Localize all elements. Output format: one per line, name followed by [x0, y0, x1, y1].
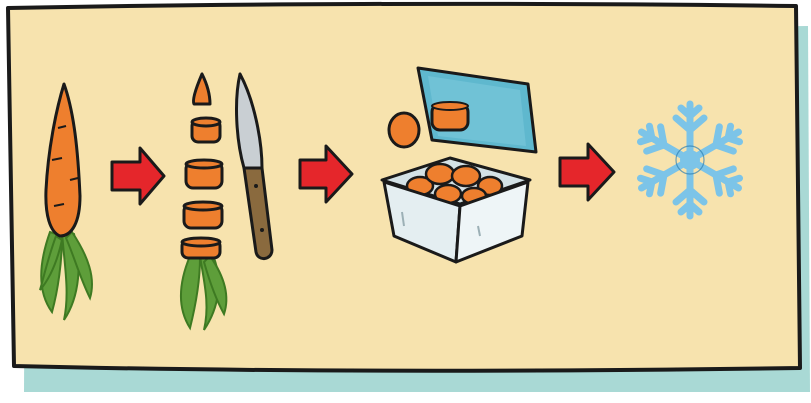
carrot-freezing-steps-diagram: [0, 0, 811, 403]
